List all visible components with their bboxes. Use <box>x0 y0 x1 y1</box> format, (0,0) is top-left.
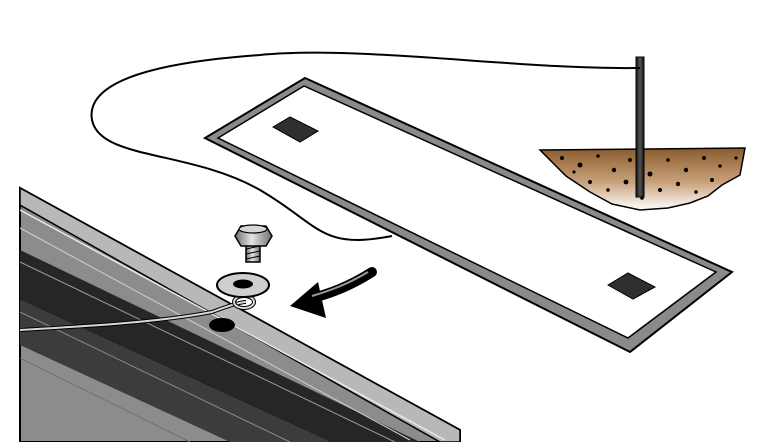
rail-highlight-line <box>19 311 291 442</box>
direction-arrow <box>290 267 377 318</box>
rail-highlight-line <box>19 261 396 442</box>
soil-speckles <box>560 154 738 200</box>
rail-highlight-line <box>19 357 191 442</box>
plate-contact-pad <box>607 272 657 300</box>
soil <box>538 56 746 211</box>
plate-contact-pad <box>271 116 320 143</box>
rail-bolt-hole <box>209 318 235 332</box>
bolt <box>234 224 273 263</box>
ground-wire-to-rod <box>90 51 641 241</box>
ground-plate <box>202 76 734 354</box>
ground-rod <box>635 56 645 198</box>
washer <box>216 272 270 298</box>
rail <box>19 186 461 442</box>
rail-highlight-line <box>19 227 411 441</box>
